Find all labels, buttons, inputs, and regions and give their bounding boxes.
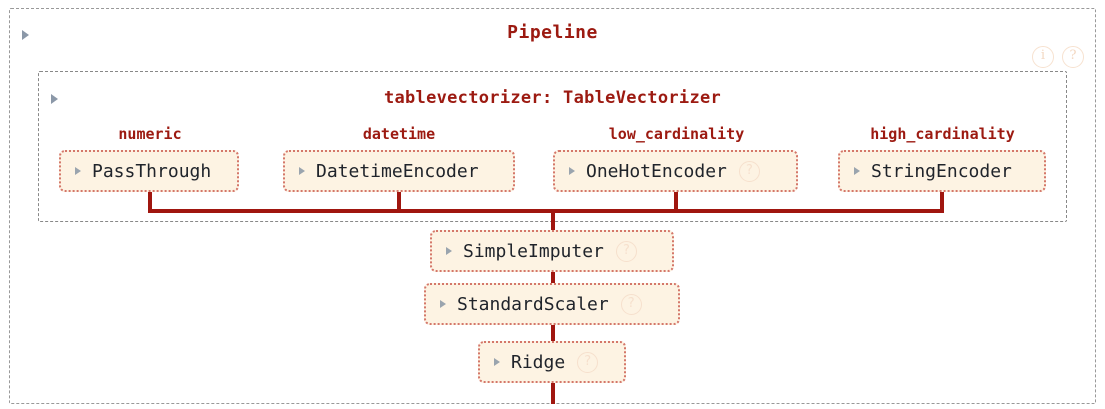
- tablevectorizer-title[interactable]: tablevectorizer: TableVectorizer: [383, 88, 722, 108]
- estimator-box-stringencoder[interactable]: StringEncoder: [838, 150, 1046, 192]
- estimator-label: OneHotEncoder: [586, 160, 727, 182]
- info-icon[interactable]: i: [1032, 46, 1054, 68]
- expand-arrow-icon[interactable]: [75, 167, 81, 175]
- estimator-label: StringEncoder: [871, 160, 1012, 182]
- estimator-label: StandardScaler: [457, 293, 609, 315]
- connector-passthrough: [148, 191, 152, 213]
- estimator-box-datetimeencoder[interactable]: DatetimeEncoder: [283, 150, 515, 192]
- help-icon[interactable]: ?: [615, 240, 637, 262]
- expand-arrow-icon[interactable]: [494, 358, 500, 366]
- expand-arrow-icon[interactable]: [446, 247, 452, 255]
- help-icon[interactable]: ?: [577, 351, 599, 373]
- connector-stringencoder: [940, 191, 944, 213]
- expand-arrow-icon[interactable]: [440, 300, 446, 308]
- page-title[interactable]: Pipeline: [507, 22, 598, 43]
- column-group-label-datetime: datetime: [362, 125, 436, 143]
- estimator-box-passthrough[interactable]: PassThrough: [59, 150, 239, 192]
- column-group-label-high-cardinality: high_cardinality: [870, 125, 1015, 143]
- estimator-label: PassThrough: [92, 160, 212, 182]
- expand-arrow-icon[interactable]: [854, 167, 860, 175]
- help-icon[interactable]: ?: [1062, 46, 1084, 68]
- estimator-box-ridge[interactable]: Ridge ?: [478, 341, 626, 383]
- estimator-box-onehotencoder[interactable]: OneHotEncoder ?: [553, 150, 798, 192]
- estimator-label: Ridge: [511, 351, 566, 373]
- corner-badge-group: i ?: [1032, 46, 1084, 68]
- connector-datetimeencoder: [397, 191, 401, 213]
- column-group-label-low-cardinality: low_cardinality: [608, 125, 745, 143]
- connector-bus: [148, 209, 944, 213]
- estimator-box-standardscaler[interactable]: StandardScaler ?: [424, 283, 680, 325]
- help-icon[interactable]: ?: [620, 293, 642, 315]
- help-icon[interactable]: ?: [738, 160, 760, 182]
- estimator-label: SimpleImputer: [463, 240, 604, 262]
- expand-arrow-icon[interactable]: [299, 167, 305, 175]
- estimator-label: DatetimeEncoder: [316, 160, 479, 182]
- connector-onehotencoder: [674, 191, 678, 213]
- expand-arrow-icon[interactable]: [569, 167, 575, 175]
- column-group-label-numeric: numeric: [118, 125, 182, 143]
- tablevectorizer-expand-arrow-icon[interactable]: [51, 94, 58, 104]
- estimator-box-simpleimputer[interactable]: SimpleImputer ?: [430, 230, 674, 272]
- pipeline-expand-arrow-icon[interactable]: [22, 30, 29, 40]
